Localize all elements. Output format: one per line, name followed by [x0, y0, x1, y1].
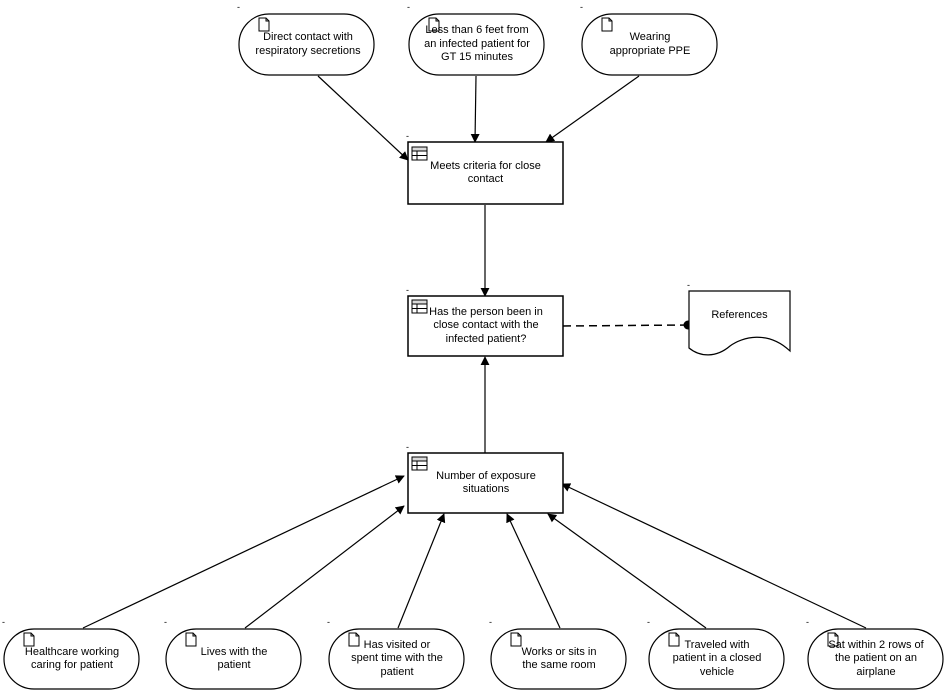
label-references: References [711, 309, 768, 322]
svg-text:-: - [2, 617, 5, 627]
svg-text:-: - [489, 617, 492, 627]
node-sat-within[interactable]: - [806, 617, 944, 690]
label-works-or-sits: Works or sits in the same room [521, 645, 597, 672]
svg-text:-: - [687, 280, 690, 290]
label-less-than-6ft: Less than 6 feet from an infected patien… [424, 24, 530, 64]
node-works-or-sits[interactable]: - [489, 617, 627, 690]
svg-text:-: - [164, 617, 167, 627]
node-has-person-been[interactable]: - [406, 285, 564, 357]
svg-text:-: - [406, 131, 409, 141]
node-traveled[interactable]: - [647, 617, 785, 690]
edge-lives-to-number [244, 505, 405, 629]
node-wearing-ppe[interactable]: - [580, 2, 718, 76]
label-sat-within: Sat within 2 rows of the patient on an a… [828, 638, 924, 678]
svg-text:-: - [406, 442, 409, 452]
svg-text:-: - [237, 2, 240, 12]
label-healthcare: Healthcare working caring for patient [24, 645, 120, 672]
node-direct-contact[interactable]: - [237, 2, 375, 76]
edge-healthcare-to-number [82, 475, 405, 629]
edge-ppe-to-criteria [545, 75, 640, 143]
label-number-exposure: Number of exposure situations [436, 469, 536, 496]
svg-text:-: - [580, 2, 583, 12]
node-references[interactable]: - [687, 280, 791, 356]
svg-text:-: - [407, 2, 410, 12]
edge-sat-to-number [561, 483, 867, 629]
label-direct-contact: Direct contact with respiratory secretio… [255, 31, 361, 57]
node-lives-with[interactable]: - [164, 617, 302, 690]
edges [82, 75, 867, 629]
node-healthcare[interactable]: - [2, 617, 140, 690]
edge-works-to-number [506, 513, 561, 629]
label-meets-criteria: Meets criteria for close contact [430, 159, 541, 186]
svg-text:-: - [647, 617, 650, 627]
svg-text:-: - [327, 617, 330, 627]
svg-text:-: - [406, 285, 409, 295]
label-has-visited: Has visited or spent time with the patie… [351, 638, 443, 678]
label-traveled: Traveled with patient in a closed vehicl… [672, 638, 762, 678]
label-has-person-been: Has the person been in close contact wit… [429, 305, 543, 345]
svg-text:-: - [806, 617, 809, 627]
edge-direct-to-criteria [317, 75, 409, 161]
node-number-exposure[interactable]: - [406, 442, 564, 514]
edge-traveled-to-number [547, 513, 707, 629]
label-wearing-ppe: Wearing appropriate PPE [609, 31, 691, 57]
label-lives-with: Lives with the patient [200, 645, 268, 672]
edge-question-to-references [562, 324, 689, 327]
edge-visited-to-number [397, 513, 446, 629]
node-less-than-6ft[interactable]: - [407, 2, 545, 76]
edge-lessthan-to-criteria [470, 75, 480, 143]
node-meets-criteria[interactable]: - [406, 131, 564, 205]
node-has-visited[interactable]: - [327, 617, 465, 690]
